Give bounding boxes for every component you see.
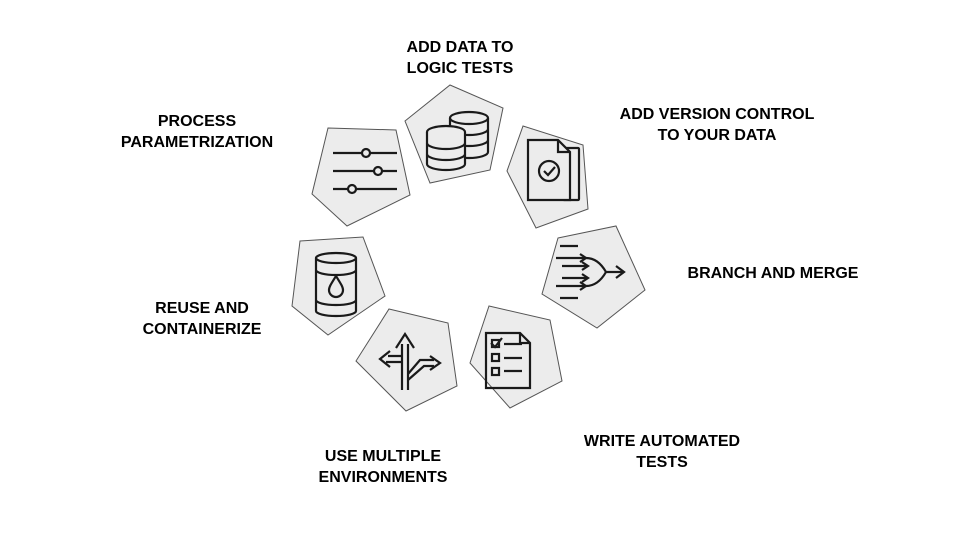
step-add-data-pentagon (404, 84, 504, 184)
step-parametrization-pentagon (311, 127, 411, 227)
verified-document-icon (526, 138, 581, 202)
step-environments-label: USE MULTIPLE ENVIRONMENTS (318, 448, 448, 486)
merge-arrows-icon (556, 244, 626, 300)
step-containerize-pentagon (291, 236, 386, 336)
database-icon (425, 110, 490, 172)
step-add-data-label: ADD DATA TO LOGIC TESTS (406, 39, 514, 77)
oil-barrel-icon (314, 251, 358, 318)
step-containerize-label: REUSE AND CONTAINERIZE (142, 300, 262, 338)
step-automated-tests-label: WRITE AUTOMATED TESTS (583, 433, 741, 471)
step-parametrization-label: PROCESS PARAMETRIZATION (120, 113, 274, 151)
split-arrows-icon (378, 331, 442, 390)
step-branch-merge-pentagon (541, 225, 646, 329)
sliders-icon (333, 147, 397, 195)
checklist-icon (484, 331, 532, 390)
step-branch-merge-label: BRANCH AND MERGE (687, 265, 859, 282)
step-version-control-pentagon (506, 125, 589, 229)
step-environments-pentagon (355, 308, 458, 412)
step-automated-tests-pentagon (469, 305, 563, 409)
step-version-control-label: ADD VERSION CONTROL TO YOUR DATA (619, 106, 815, 144)
